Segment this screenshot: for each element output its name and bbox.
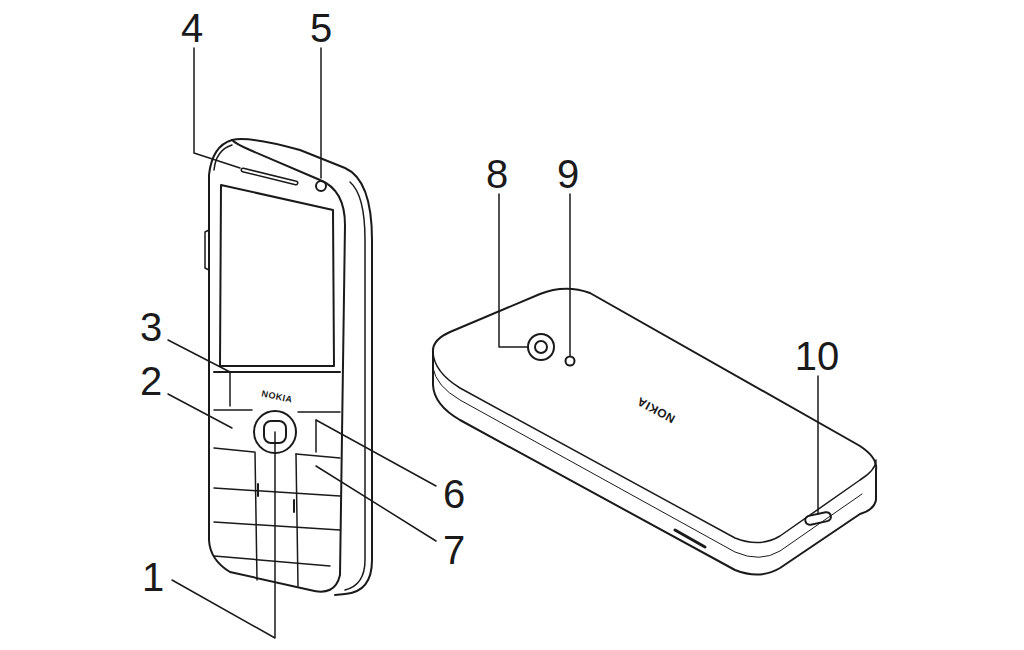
brand-logo: NOKIA: [261, 389, 294, 404]
callout-number: 3: [140, 307, 162, 347]
callout-number: 1: [142, 557, 164, 597]
callout-number: 7: [443, 530, 465, 570]
callout-number: 6: [443, 474, 465, 514]
callout-number: 8: [486, 154, 508, 194]
callout-number: 4: [181, 8, 203, 48]
callout-number: 9: [557, 154, 579, 194]
callout-number: 10: [795, 336, 840, 376]
leader-lines: [168, 48, 818, 638]
callout-number: 2: [140, 361, 162, 401]
brand-logo: NOKIA: [635, 395, 677, 425]
callout-number: 5: [310, 8, 332, 48]
front-phone: [205, 139, 372, 595]
